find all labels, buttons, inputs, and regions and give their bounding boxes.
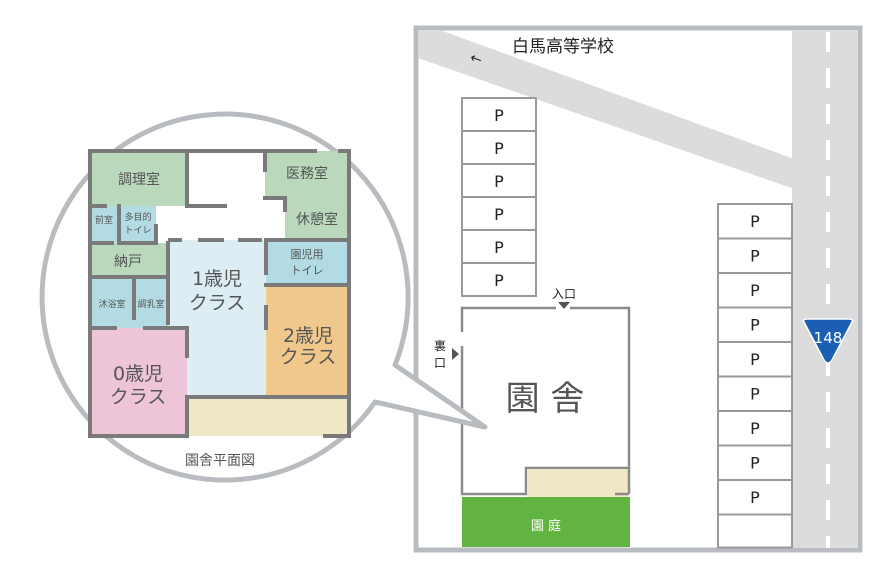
room-rest	[285, 198, 349, 239]
room-anteroom	[90, 206, 119, 243]
parking-space: P	[494, 172, 504, 191]
parking-space: P	[750, 212, 760, 231]
room-class-2	[266, 285, 349, 397]
parking-space: P	[494, 271, 504, 290]
building-label: 園 舎	[506, 379, 585, 419]
route-sign-icon	[802, 318, 854, 364]
back-entrance-arrow-icon	[452, 348, 459, 360]
label-medical: 医務室	[286, 165, 328, 182]
room-class-0	[90, 328, 187, 436]
entrance-arrow-icon	[558, 302, 570, 309]
nursery-building: 園 舎 入口 裏 口	[434, 287, 631, 497]
label-bath: 沐浴室	[98, 298, 125, 310]
parking-space: P	[750, 454, 760, 473]
back-entrance-label: 口	[434, 356, 446, 370]
parking-space: P	[494, 139, 504, 158]
label-class-0: 0歳児	[113, 363, 163, 385]
parking-space: P	[750, 488, 760, 507]
floor-plan: 調理室 医務室 前室 多目的 トイレ 休憩室 納戸 園児用 トイレ 1歳児 クラ…	[88, 149, 351, 469]
building-terrace	[527, 469, 628, 497]
garden	[462, 497, 630, 547]
label-class-2: 2歳児	[283, 325, 333, 347]
label-multi-toilet: 多目的	[124, 211, 151, 223]
label-class-2: クラス	[280, 346, 337, 368]
room-bath	[90, 277, 134, 328]
room-terrace	[187, 397, 349, 436]
label-formula: 調乳室	[137, 298, 164, 310]
label-rest: 休憩室	[296, 211, 338, 228]
parking-space: P	[750, 247, 760, 266]
parking-space: P	[750, 385, 760, 404]
floor-plan-walls	[88, 149, 351, 438]
parking-space: P	[494, 205, 504, 224]
school-label: 白馬高等学校	[512, 37, 614, 57]
parking-space: P	[494, 238, 504, 257]
room-formula	[134, 277, 168, 328]
label-multi-toilet: トイレ	[124, 226, 151, 236]
route-148-road	[792, 30, 858, 548]
route-number: 148	[814, 329, 843, 347]
label-class-0: クラス	[110, 386, 167, 408]
label-class-1: 1歳児	[192, 268, 242, 290]
label-child-toilet: トイレ	[291, 264, 324, 277]
entrance-label: 入口	[552, 287, 576, 301]
room-medical	[265, 151, 349, 198]
diagonal-road	[418, 30, 797, 190]
parking-space: P	[750, 316, 760, 335]
floor-plan-caption: 園舎平面図	[185, 453, 255, 469]
parking-space: P	[750, 419, 760, 438]
back-entrance-label: 裏	[434, 338, 446, 353]
garden-label: 園 庭	[531, 518, 561, 534]
site-map: 白馬高等学校 ← P P P P P P	[413, 25, 863, 553]
parking-space: P	[494, 106, 504, 125]
route-148-sign: 148	[802, 318, 854, 364]
parking-space: P	[750, 350, 760, 369]
label-kitchen: 調理室	[118, 171, 160, 188]
room-storage	[90, 243, 168, 277]
room-multi-toilet	[119, 206, 156, 243]
label-child-toilet: 園児用	[291, 248, 324, 261]
parking-left: P P P P P P	[461, 97, 537, 297]
label-anteroom: 前室	[95, 214, 113, 226]
school-direction-arrow-icon: ←	[468, 50, 484, 69]
room-child-toilet	[266, 240, 349, 285]
parking-space: P	[750, 281, 760, 300]
room-kitchen	[90, 151, 187, 206]
label-storage: 納戸	[114, 254, 142, 270]
label-class-1: クラス	[189, 292, 246, 314]
parking-right: P P P P P P P P P	[717, 203, 793, 549]
